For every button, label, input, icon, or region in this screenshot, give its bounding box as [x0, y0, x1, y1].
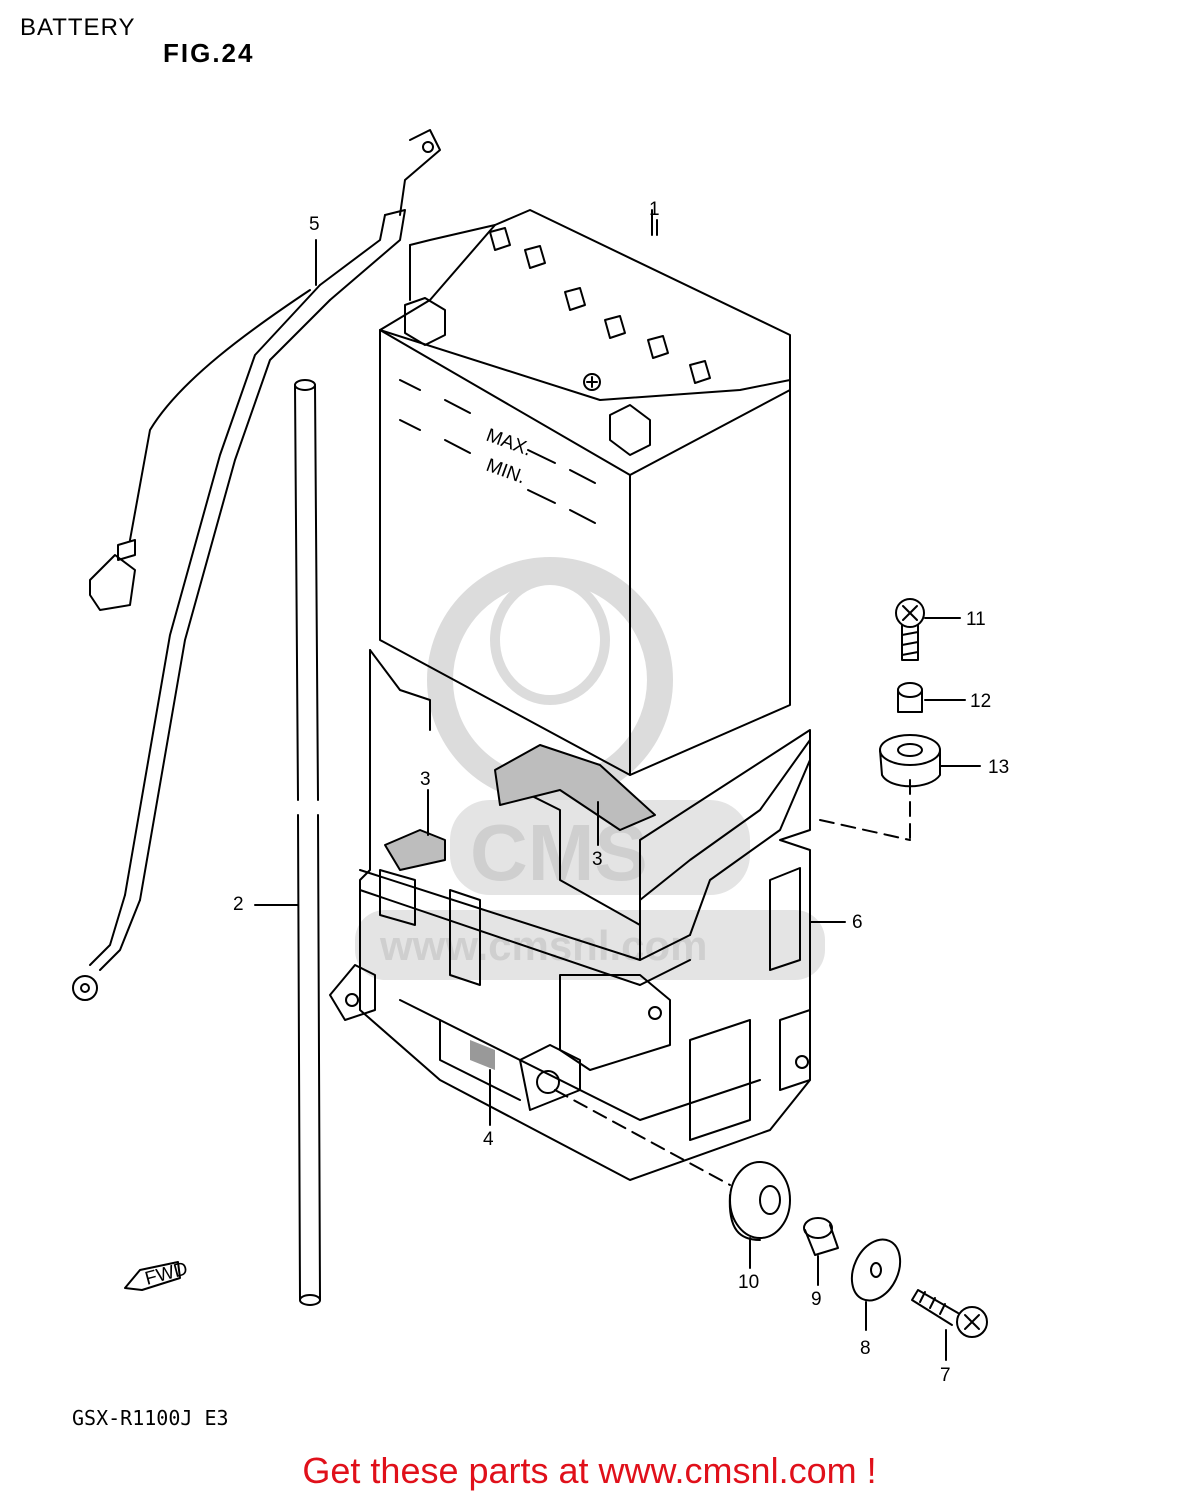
- callout-5: 5: [309, 214, 320, 235]
- battery-case-part-4: [329, 649, 811, 1181]
- cushion-part-3: [384, 744, 656, 871]
- min-mark: MIN.: [483, 455, 528, 488]
- callout-4: 4: [483, 1129, 494, 1150]
- callout-11: 11: [966, 609, 986, 630]
- callout-10: 10: [738, 1272, 759, 1293]
- footer-link[interactable]: Get these parts at www.cmsnl.com !: [302, 1450, 877, 1491]
- callout-12: 12: [970, 691, 991, 712]
- grommet-part-10: [728, 1161, 791, 1241]
- washer-part-8: [850, 1238, 902, 1302]
- callout-1: 1: [649, 199, 660, 220]
- callout-3b: 3: [592, 849, 603, 870]
- wire-lead-part-5: [72, 129, 441, 1001]
- callout-6: 6: [852, 912, 863, 933]
- callout-8: 8: [860, 1338, 871, 1359]
- forward-badge-label: FWD: [143, 1258, 190, 1289]
- model-code: GSX-R1100J E3: [72, 1406, 229, 1430]
- callout-7: 7: [940, 1365, 951, 1386]
- battery-part-1: [379, 209, 791, 776]
- vent-tube-part-2: [294, 379, 321, 1306]
- grommet-part-13: [879, 734, 941, 788]
- callout-9: 9: [811, 1289, 822, 1310]
- callout-13: 13: [988, 757, 1009, 778]
- callout-numbers: 1 2 3 3 4 5 6 7 8 9 10 11 12 13: [233, 199, 1009, 1386]
- callout-3a: 3: [420, 769, 431, 790]
- collar-part-9: [803, 1217, 839, 1256]
- screw-part-11: [895, 598, 925, 661]
- assembly-lines: [554, 779, 911, 1186]
- band-part-6: [379, 739, 811, 986]
- leader-lines: [254, 219, 981, 1361]
- spacer-part-12: [897, 682, 923, 713]
- forward-arrow-icon: [124, 1261, 181, 1291]
- page-title: BATTERY: [20, 14, 136, 41]
- bolt-part-7: [911, 1289, 988, 1338]
- callout-2: 2: [233, 894, 244, 915]
- figure-number: FIG.24: [163, 38, 255, 68]
